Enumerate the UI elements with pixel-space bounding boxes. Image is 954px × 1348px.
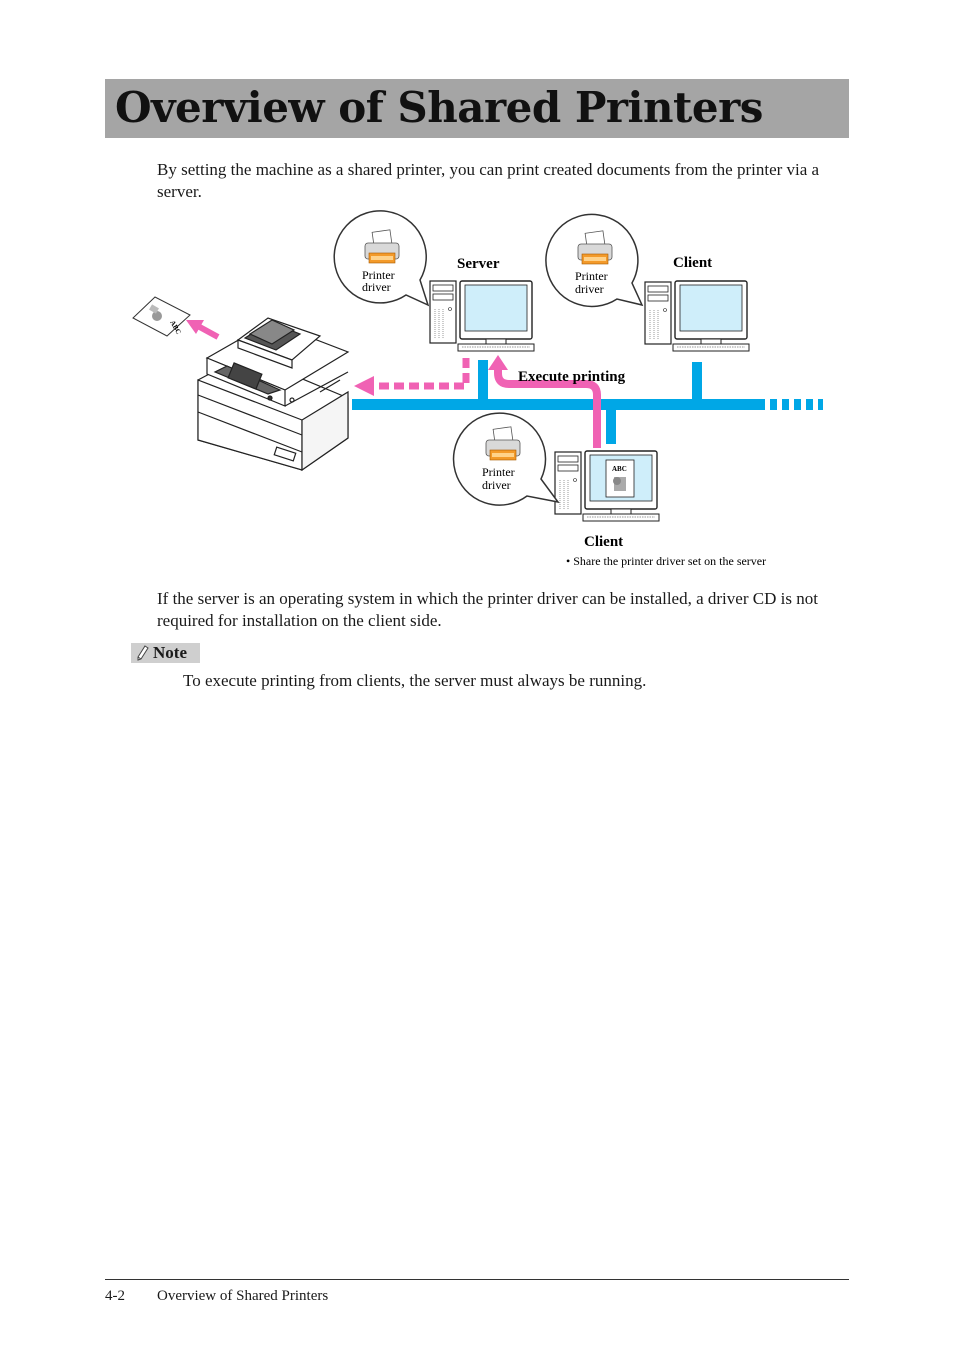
title-bar: Overview of Shared Printers: [105, 79, 849, 138]
server-label: Server: [457, 256, 500, 272]
pencil-icon: [137, 645, 149, 661]
client-label-top: Client: [673, 255, 712, 271]
svg-text:driver: driver: [575, 282, 604, 296]
svg-text:driver: driver: [482, 478, 511, 492]
screen-doc-text: ABC: [612, 465, 627, 473]
print-path: [186, 320, 601, 448]
execute-printing-label: Execute printing: [518, 369, 626, 385]
printer-driver-bubble-client-top: Printer driver: [545, 213, 644, 308]
note-label: Note: [131, 643, 200, 663]
footer-rule: [105, 1279, 849, 1280]
svg-text:Printer: Printer: [575, 269, 608, 283]
svg-text:Printer: Printer: [362, 268, 395, 282]
client-computer-bottom: ABC: [554, 450, 660, 522]
multifunction-printer-illustration: [197, 317, 350, 472]
page-number: 4-2: [105, 1288, 125, 1304]
client-computer-top: [644, 280, 750, 352]
page-title: Overview of Shared Printers: [115, 83, 763, 132]
output-paper: ABC: [132, 296, 191, 337]
client-label-bottom: Client: [584, 534, 623, 550]
svg-text:Printer: Printer: [482, 465, 515, 479]
intro-paragraph: By setting the machine as a shared print…: [157, 160, 820, 201]
shared-printer-diagram: ABC Server Client ABC: [132, 210, 823, 568]
share-note: • Share the printer driver set on the se…: [566, 554, 766, 568]
svg-text:driver: driver: [362, 280, 391, 294]
printer-driver-bubble-client-bottom: Printer driver: [452, 412, 560, 506]
note-text: To execute printing from clients, the se…: [183, 671, 647, 690]
server-computer: [429, 280, 535, 352]
footer-title: Overview of Shared Printers: [157, 1288, 329, 1304]
printer-driver-bubble-server: Printer driver: [333, 210, 430, 307]
explanation-paragraph: If the server is an operating system in …: [157, 589, 818, 630]
network-lines: [352, 360, 823, 444]
